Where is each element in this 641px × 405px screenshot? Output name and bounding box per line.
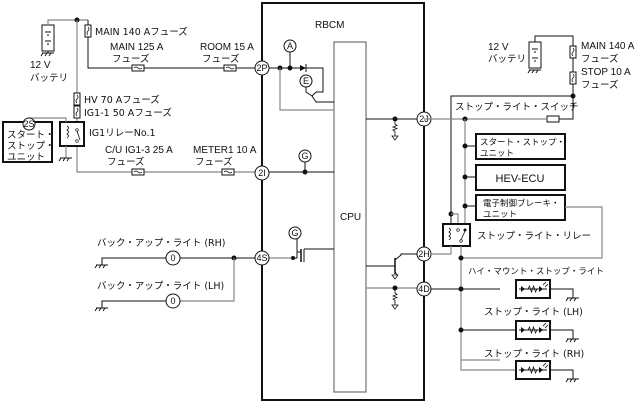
stop-lh-lamp-icon xyxy=(515,320,551,340)
svg-text:2H: 2H xyxy=(418,249,430,259)
cpu-block xyxy=(333,41,367,393)
stop-switch-icon xyxy=(546,115,560,123)
svg-text:2I: 2I xyxy=(258,168,266,178)
left-main140-label: MAIN 140 Aフューズ xyxy=(95,26,188,38)
connector-2i: 2I xyxy=(254,165,270,181)
right-battery-voltage: 12 V xyxy=(488,42,509,53)
high-mount-label: ハイ・マウント・ストップ・ライト xyxy=(468,267,604,277)
stop-switch-label: ストップ・ライト・スイッチ xyxy=(455,102,579,113)
svg-text:G: G xyxy=(301,151,308,161)
svg-text:G: G xyxy=(291,228,298,238)
right-ssu-line1: スタート・ストップ・ xyxy=(480,138,565,148)
right-battery-label: バッテリ xyxy=(488,54,526,65)
cu-ig1-3-sub: フューズ xyxy=(107,156,145,168)
rbcm-title: RBCM xyxy=(315,20,344,31)
svg-text:0: 0 xyxy=(170,296,175,306)
room15-label: ROOM 15 A xyxy=(200,42,254,53)
left-battery xyxy=(40,24,55,57)
marker-g1: G xyxy=(298,149,312,163)
left-battery-label: バッテリ xyxy=(30,73,68,84)
right-main140-fuse-icon xyxy=(569,45,577,59)
room15-sub: フューズ xyxy=(202,53,240,65)
ig1-relay-label: IG1リレーNo.1 xyxy=(89,128,156,139)
left-ssu-line3: ユニット xyxy=(7,152,45,163)
backup-lh-label: バック・アップ・ライト (LH) xyxy=(97,281,224,292)
right-main140-sub: フューズ xyxy=(581,53,619,65)
cu-ig1-3-fuse-icon xyxy=(131,168,145,176)
brake-unit-line2: ユニット xyxy=(483,210,517,220)
backup-lh-bulb-icon: 0 xyxy=(165,293,181,309)
right-battery xyxy=(527,41,542,74)
svg-text:4S: 4S xyxy=(256,253,267,263)
svg-text:2S: 2S xyxy=(23,119,34,129)
hev-ecu-label: HEV-ECU xyxy=(496,173,545,185)
connector-2s: 2S xyxy=(22,117,36,131)
backup-rh-bulb-icon: 0 xyxy=(165,250,181,266)
meter1-sub: フューズ xyxy=(195,156,233,168)
ig1-1-label: IG1-1 50 Aフューズ xyxy=(84,107,172,119)
marker-a: A xyxy=(283,39,297,53)
marker-e: E xyxy=(299,74,313,88)
stop-light-relay xyxy=(442,223,471,247)
svg-text:0: 0 xyxy=(170,253,175,263)
high-mount-lamp-icon xyxy=(515,279,551,299)
left-battery-voltage: 12 V xyxy=(30,60,51,71)
hv70-label: HV 70 Aフューズ xyxy=(84,94,160,106)
meter1-label: METER1 10 A xyxy=(193,145,257,156)
connector-2h: 2H xyxy=(416,246,432,262)
marker-g2: G xyxy=(288,226,302,240)
left-ssu-line1: スタート・ xyxy=(7,130,55,141)
connector-4s: 4S xyxy=(254,250,270,266)
backup-rh-label: バック・アップ・ライト (RH) xyxy=(97,238,226,249)
right-main140-label: MAIN 140 A xyxy=(581,41,635,52)
cpu-label: CPU xyxy=(340,212,361,223)
right-ssu-line2: ユニット xyxy=(480,149,514,159)
brake-control-unit xyxy=(475,194,566,221)
stop-rh-label: ストップ・ライト (RH) xyxy=(484,349,584,360)
rbcm-box xyxy=(261,2,425,401)
pulldown-resistor-icon xyxy=(391,119,399,141)
stop-lh-label: ストップ・ライト (LH) xyxy=(484,307,583,318)
hev-ecu xyxy=(475,164,566,191)
left-ssu-line2: ストップ・ xyxy=(7,141,55,152)
stop10-sub: フューズ xyxy=(581,79,619,91)
main125-fuse-icon xyxy=(131,64,145,72)
right-start-stop-unit xyxy=(475,133,566,160)
ig1-1-fuse-icon xyxy=(73,105,81,119)
ig1-relay xyxy=(59,121,85,147)
main140-fuse-icon xyxy=(84,24,92,38)
main125-label: MAIN 125 A xyxy=(110,42,164,53)
stop10-label: STOP 10 A xyxy=(581,67,631,78)
stop10-fuse-icon xyxy=(569,71,577,85)
cu-ig1-3-label: C/U IG1-3 25 A xyxy=(105,145,173,156)
svg-text:A: A xyxy=(287,41,293,51)
svg-text:4D: 4D xyxy=(418,284,430,294)
main125-sub: フューズ xyxy=(112,53,150,65)
svg-text:E: E xyxy=(303,76,309,86)
room15-fuse-icon xyxy=(223,64,237,72)
hv70-fuse-icon xyxy=(73,92,81,106)
stop-rh-lamp-icon xyxy=(515,360,551,380)
meter1-fuse-icon xyxy=(221,168,235,176)
stop-relay-label: ストップ・ライト・リレー xyxy=(477,231,591,242)
connector-4d: 4D xyxy=(416,281,432,297)
brake-unit-line1: 電子制御ブレーキ・ xyxy=(483,198,560,209)
connector-2p: 2P xyxy=(254,60,270,76)
svg-text:2P: 2P xyxy=(256,63,267,73)
